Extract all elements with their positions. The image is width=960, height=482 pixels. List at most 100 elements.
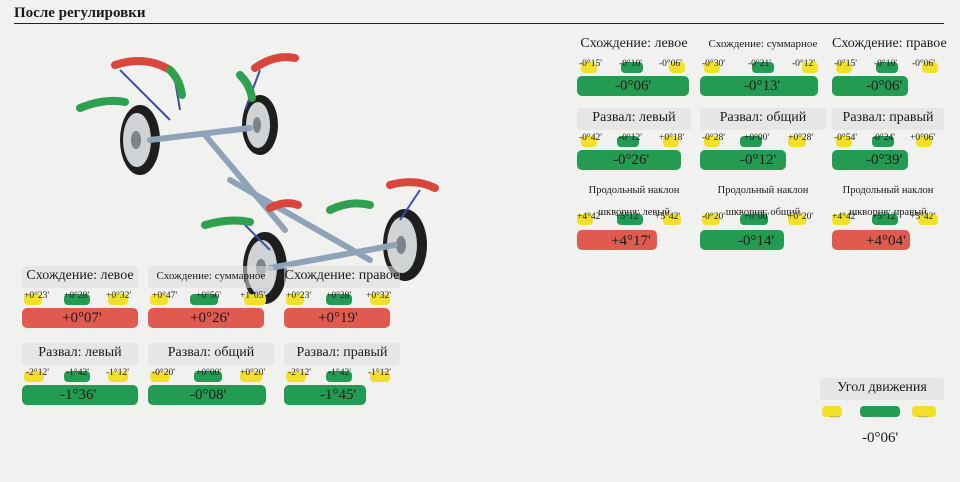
caster-right-max: +5°42' (910, 212, 936, 222)
toe-right-block: Схождение: правое -0°15' -0°10' -0°06' -… (832, 36, 947, 100)
rear-camber-total-nom: +0°00' (196, 368, 222, 378)
page-title: После регулировки (14, 5, 146, 21)
max-indicator (922, 62, 938, 73)
camber-left-max: +0°18' (659, 133, 685, 143)
rear-camber-total-min: -0°20' (152, 368, 175, 378)
thrust-angle-block: Угол движения --- --- --- -0°06' (820, 378, 944, 460)
max-indicator (912, 406, 936, 417)
caster-total-bar (700, 230, 784, 250)
nominal-indicator (326, 371, 352, 382)
toe-left-max: -0°06' (659, 59, 682, 69)
max-indicator (240, 371, 262, 382)
min-indicator (704, 136, 720, 147)
camber-right-value: -0°39' (866, 152, 903, 168)
camber-total-nom: +0°00' (744, 133, 770, 143)
camber-right-nom: -0°24' (872, 133, 895, 143)
toe-left-nom: -0°10' (619, 59, 642, 69)
rear-camber-left-bar (22, 385, 138, 405)
rear-toe-right-title: Схождение: правое (284, 268, 400, 283)
suspension-links-icon (119, 69, 421, 251)
camber-right-block: Развал: правый -0°54' -0°24' +0°06' -0°3… (832, 108, 944, 174)
camber-total-bar (700, 150, 786, 170)
rear-toe-left-min: +0°23' (24, 291, 50, 301)
caster-total-nom: +0°00' (744, 212, 770, 222)
camber-left-title: Развал: левый (592, 110, 676, 125)
min-indicator (822, 406, 842, 417)
max-indicator (663, 214, 681, 225)
toe-total-min: -0°30' (702, 59, 725, 69)
nominal-indicator (617, 214, 643, 225)
thrust-angle-value: -0°06' (862, 430, 899, 446)
rear-toe-right-block: Схождение: правое +0°23' +0°28' +0°32' +… (284, 266, 400, 332)
max-indicator (918, 214, 938, 225)
nominal-indicator (190, 294, 218, 305)
rear-camber-total-bar (148, 385, 266, 405)
rear-toe-right-bar (284, 308, 390, 328)
nominal-indicator (872, 136, 894, 147)
caster-total-title: Продольный наклон шкворня: общий (717, 185, 809, 218)
rear-toe-left-block: Схождение: левое +0°23' +0°28' +0°32' +0… (22, 266, 138, 332)
toe-right-nom: -0°10' (874, 59, 897, 69)
rear-right-wheel-icon (383, 209, 427, 281)
thrust-angle-title: Угол движения (837, 380, 927, 395)
caster-right-bar (832, 230, 910, 250)
max-indicator (802, 62, 818, 73)
rear-camber-left-value: -1°36' (60, 387, 97, 403)
toe-left-value: -0°06' (615, 78, 652, 94)
nominal-indicator (194, 371, 222, 382)
nominal-indicator (621, 62, 643, 73)
rear-camber-total-block: Развал: общий -0°20' +0°00' +0°20' -0°08… (148, 343, 274, 409)
min-indicator (577, 214, 593, 225)
header-divider (14, 23, 944, 24)
rear-toe-total-nom: +0°56' (196, 291, 222, 301)
caster-left-min: +4°42' (577, 212, 603, 222)
camber-total-block: Развал: общий -0°28' +0°00' +0°28' -0°12… (700, 108, 826, 174)
max-indicator (108, 294, 128, 305)
caster-total-min: -0°20' (702, 212, 725, 222)
nominal-indicator (752, 62, 774, 73)
caster-total-value: -0°14' (738, 233, 775, 249)
max-indicator (370, 371, 390, 382)
rear-camber-right-nom: -1°42' (328, 368, 351, 378)
toe-total-bar (700, 76, 818, 96)
rear-toe-total-block: Схождение: суммарное +0°47' +0°56' +1°05… (148, 266, 274, 332)
max-indicator (244, 294, 266, 305)
min-indicator (836, 62, 852, 73)
nominal-indicator (64, 371, 90, 382)
caster-total-max: +0°20' (788, 212, 814, 222)
caster-right-nom: +5°12' (872, 212, 898, 222)
caster-left-value: +4°17' (611, 233, 651, 249)
max-indicator (663, 136, 679, 147)
rear-camber-left-max: -1°12' (106, 368, 129, 378)
caster-right-block: Продольный наклон шкворня: правый +4°42'… (832, 185, 944, 250)
rear-camber-total-value: -0°08' (190, 387, 227, 403)
toe-left-block: Схождение: левое -0°15' -0°10' -0°06' -0… (577, 36, 691, 100)
camber-left-nom: -0°12' (619, 133, 642, 143)
rear-toe-left-bar (22, 308, 138, 328)
toe-left-title: Схождение: левое (580, 36, 688, 51)
rear-camber-right-value: -1°45' (320, 387, 357, 403)
nominal-indicator (617, 136, 639, 147)
min-indicator (24, 294, 42, 305)
rear-camber-right-title: Развал: правый (296, 345, 388, 360)
min-indicator (24, 371, 44, 382)
camber-right-title: Развал: правый (842, 110, 934, 125)
caster-left-title: Продольный наклон шкворня: левый (588, 185, 680, 218)
rear-toe-total-title: Схождение: суммарное (156, 270, 266, 282)
toe-right-min: -0°15' (834, 59, 857, 69)
max-indicator (788, 136, 806, 147)
rear-camber-left-title: Развал: левый (38, 345, 122, 360)
rear-toe-right-min: +0°23' (286, 291, 312, 301)
toe-right-title: Схождение: правое (832, 36, 947, 51)
min-indicator (836, 136, 852, 147)
min-indicator (286, 294, 304, 305)
front-left-wheel-icon (120, 105, 160, 175)
camber-left-min: -0°42' (579, 133, 602, 143)
caster-left-nom: +5°12' (615, 212, 641, 222)
rear-toe-left-nom: +0°28' (64, 291, 90, 301)
toe-right-value: -0°06' (866, 78, 903, 94)
rear-toe-total-max: +1°05' (240, 291, 266, 301)
nominal-indicator (64, 294, 90, 305)
toe-total-nom: -0°21' (748, 59, 771, 69)
min-indicator (581, 136, 597, 147)
